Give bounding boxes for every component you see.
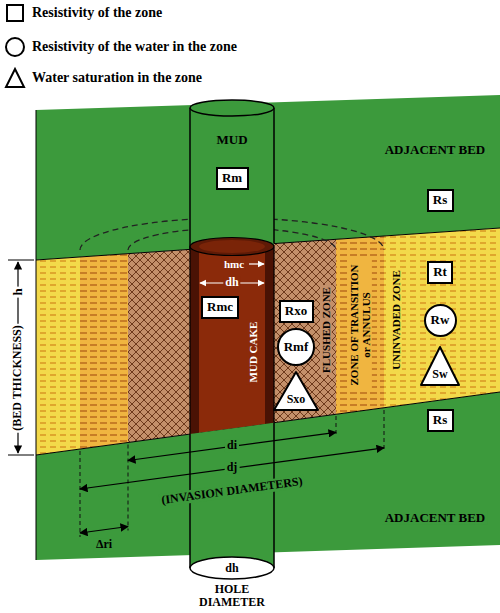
zone-label: FLUSHED ZONE [320, 285, 332, 375]
symbol-label: Rs [433, 193, 447, 208]
zone-label: UNINVADED ZONE [390, 268, 402, 372]
invasion-depth-dimension [80, 527, 128, 534]
zone-label: MUD CAKE [247, 320, 259, 385]
symbol-label: Rs [433, 413, 447, 428]
mud-top [199, 240, 265, 253]
transition-zone-left [80, 254, 128, 449]
slab-edge [36, 110, 37, 560]
legend-entry: Resistivity of the zone [4, 2, 162, 24]
dimension-label: h [11, 286, 25, 297]
dimension-label: dj [225, 461, 240, 474]
symbol-text-block: Rxo [285, 304, 307, 319]
symbol-label: Rmc [207, 300, 233, 315]
symbol-label: Rxo [285, 304, 307, 319]
symbol-text-block: Rw [431, 313, 450, 328]
symbol-text-block: Sw [432, 368, 447, 382]
hole-wall [273, 247, 274, 423]
hole-bottom [190, 557, 274, 579]
dimension-label: hmc [222, 258, 246, 270]
di-dimension [128, 432, 336, 460]
legend-swatch [4, 2, 26, 24]
resistivity-box: Rxo [279, 300, 314, 323]
extension-line [336, 416, 337, 436]
symbol-text-block: Rmc [207, 300, 233, 315]
symbol-label: Sxo [287, 393, 306, 407]
symbol-label: Sw [432, 368, 447, 382]
dimension-label: HOLE DIAMETER [185, 583, 279, 609]
mud-cake-strip [190, 247, 199, 435]
mud-cake-strip [265, 247, 274, 424]
legend-entry: Resistivity of the water in the zone [4, 36, 237, 58]
triangle-shape [421, 347, 459, 385]
hole-wall [189, 108, 191, 249]
dimension-tick [8, 260, 34, 261]
extension-line [80, 451, 81, 537]
symbol-label: Rm [222, 171, 242, 186]
mud-column [190, 108, 274, 248]
legend-label: Water saturation in the zone [32, 70, 202, 86]
zone-label: ZONE OF TRANSITION or ANNULUS [348, 260, 372, 390]
mud-cake-top [190, 238, 274, 256]
extension-line [384, 410, 385, 452]
symbol-text-block: Rs [433, 193, 447, 208]
water-resistivity-circle: Rmf [277, 328, 315, 366]
symbol-text-block: Sxo [287, 393, 306, 407]
symbol-text-block: Rt [433, 265, 447, 280]
transition-zone-right [336, 236, 384, 414]
hole-wall [273, 423, 275, 568]
symbol-text-block: Rs [433, 413, 447, 428]
legend-label: Resistivity of the water in the zone [32, 39, 237, 55]
dimension-tick [8, 455, 34, 456]
hole-wall [273, 108, 275, 244]
dimension-label: (BED THICKNESS) [11, 323, 24, 432]
resistivity-box: Rs [427, 189, 454, 212]
uninvaded-zone-left [36, 257, 80, 455]
mud-in-hole [190, 247, 274, 435]
circle-shape [425, 305, 456, 336]
resistivity-box: Rs [427, 409, 454, 432]
saturation-triangle: Sw [420, 346, 460, 386]
legend-entry: Water saturation in the zone [4, 67, 202, 89]
legend-square [7, 5, 23, 21]
hole-wall [189, 247, 190, 435]
resistivity-box: Rmc [201, 296, 239, 319]
dimension-label: dh [223, 276, 240, 289]
resistivity-box: Rt [427, 261, 453, 284]
symbol-text-block: Rm [222, 171, 242, 186]
dimension-label: Δri [94, 538, 114, 551]
saturation-triangle: Sxo [273, 371, 319, 411]
symbol-label: Rw [431, 313, 450, 328]
circle-shape [278, 329, 314, 365]
bed-label: ADJACENT BED [383, 143, 488, 157]
flushed-zone-left [128, 249, 190, 442]
flushed-zone-right [274, 239, 336, 422]
legend-triangle [6, 69, 24, 87]
extension-line [128, 445, 129, 531]
legend-swatch [4, 36, 26, 58]
mud-cake-thickness-arrow [249, 263, 264, 264]
legend-circle [6, 38, 24, 56]
symbol-label: Rt [433, 265, 447, 280]
dimension-label: dh [223, 562, 240, 575]
mud-label: MUD [214, 133, 249, 147]
symbol-text-block: Rmf [284, 340, 309, 355]
water-resistivity-circle: Rw [424, 304, 457, 337]
resistivity-box: Rm [216, 167, 249, 190]
dj-dimension [80, 448, 384, 489]
triangle-shape [274, 372, 318, 410]
uninvaded-zone-right [384, 228, 500, 408]
legend-label: Resistivity of the zone [32, 5, 162, 21]
bed-label: ADJACENT BED [383, 511, 488, 525]
legend-swatch [4, 67, 26, 89]
symbol-label: Rmf [284, 340, 309, 355]
dimension-label: di [225, 439, 239, 452]
hole-top [190, 100, 274, 116]
